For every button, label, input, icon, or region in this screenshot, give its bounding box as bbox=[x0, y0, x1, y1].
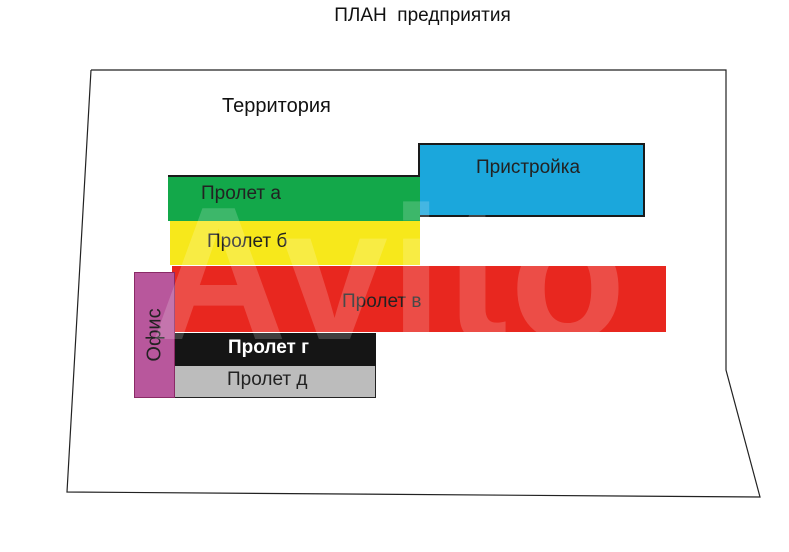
bay-g-label: Пролет г bbox=[228, 337, 310, 358]
bay-a-zone: Пролет а bbox=[168, 175, 420, 221]
bay-d-zone: Пролет д bbox=[175, 366, 376, 398]
annex-label: Пристройка bbox=[476, 157, 581, 178]
bay-d-label: Пролет д bbox=[227, 369, 308, 390]
bay-v-zone: Пролет в bbox=[172, 266, 666, 332]
bay-b-label: Пролет б bbox=[207, 231, 288, 252]
plan-title: ПЛАН предприятия bbox=[334, 5, 511, 26]
territory-outline-path bbox=[66, 69, 761, 498]
territory-label: Территория bbox=[222, 95, 331, 117]
office-label: Офис bbox=[143, 308, 165, 362]
bay-a-label: Пролет а bbox=[201, 183, 281, 204]
bay-b-zone: Пролет б bbox=[170, 221, 420, 265]
bay-g-zone: Пролет г bbox=[175, 333, 376, 366]
office-zone: Офис bbox=[134, 272, 175, 398]
bay-v-label: Пролет в bbox=[342, 291, 422, 312]
annex-zone: Пристройка bbox=[418, 143, 645, 217]
